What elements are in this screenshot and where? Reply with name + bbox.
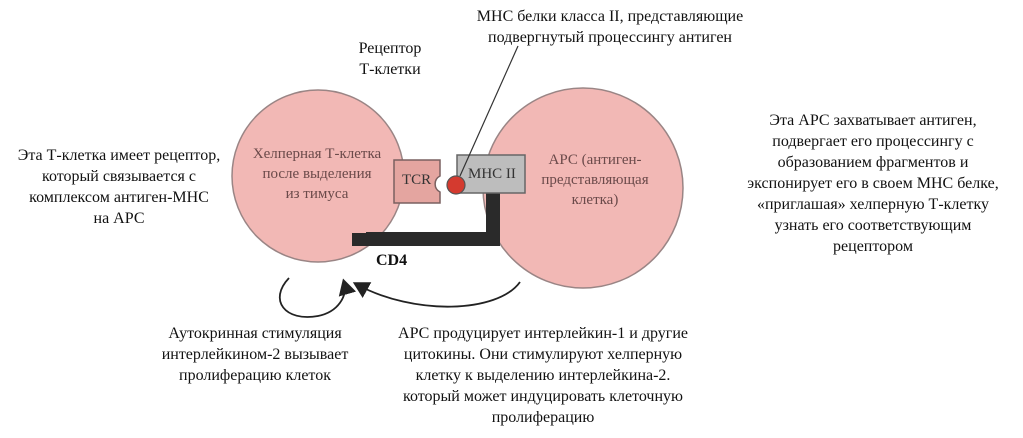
left-description: Эта Т-клетка имеет рецептор, который свя… bbox=[17, 147, 221, 227]
mhc-ii-label: МНС II bbox=[468, 166, 516, 182]
cd4-label: CD4 bbox=[376, 252, 407, 269]
apc-production-caption: АРС продуцирует интерлейкин-1 и другие ц… bbox=[398, 325, 688, 426]
tcr-label: TCR bbox=[402, 172, 431, 188]
apc-cell-label: АРС (антиген- представляющая клетка) bbox=[541, 152, 649, 208]
helper-cell-label: Хелперная Т-клетка после выделения из ти… bbox=[252, 146, 382, 202]
autocrine-caption: Аутокринная стимуляция интерлейкином-2 в… bbox=[161, 325, 349, 384]
cd4-connector bbox=[352, 193, 500, 246]
tcr-receptor bbox=[393, 159, 441, 204]
autocrine-arrow bbox=[278, 277, 357, 318]
antigen-dot bbox=[446, 175, 466, 195]
mhc-ii-box bbox=[456, 154, 526, 194]
receptor-label: Рецептор Т-клетки bbox=[358, 40, 422, 78]
right-description: Эта АРС захватывает антиген, подвергает … bbox=[747, 112, 999, 255]
apc-signal-arrow bbox=[352, 281, 521, 308]
mhc-pointer-line bbox=[459, 45, 519, 177]
mhc-top-label: МНС белки класса II, представляющие подв… bbox=[476, 8, 744, 46]
